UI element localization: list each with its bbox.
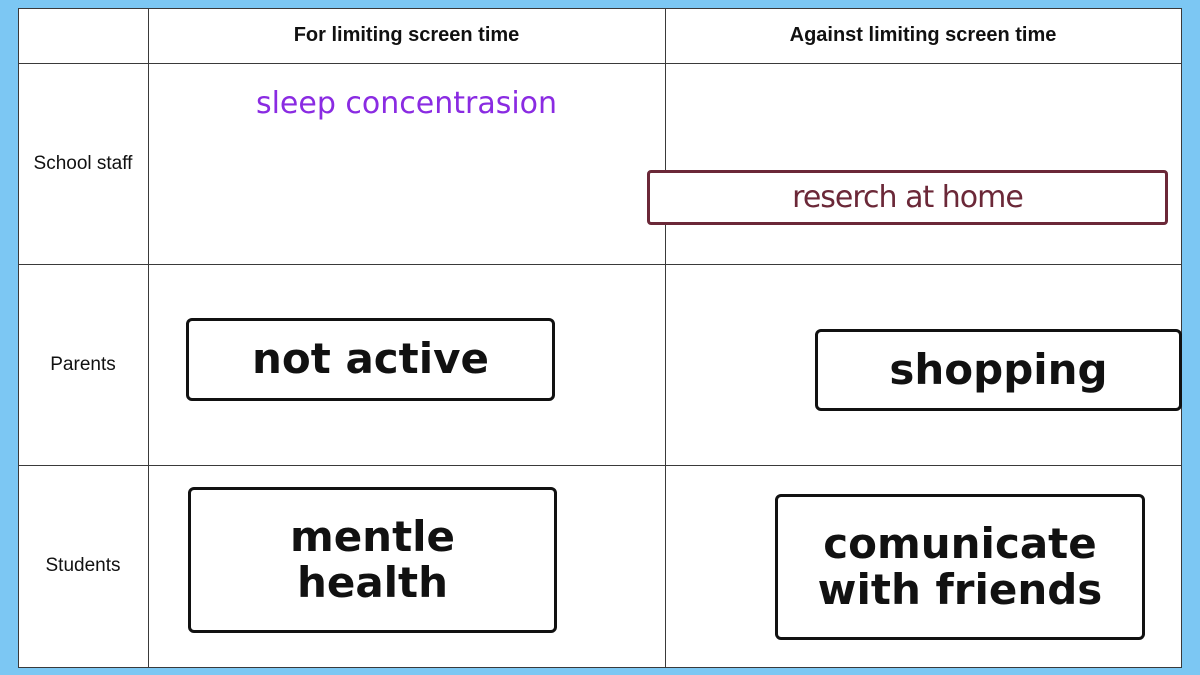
row-label-students: Students: [45, 555, 121, 576]
table-line-row2: [18, 465, 1182, 466]
table-line-col1: [148, 8, 149, 668]
note-reserch-at-home-text: reserch at home: [792, 180, 1024, 215]
column-header-for: For limiting screen time: [293, 24, 520, 46]
note-not-active-text: not active: [251, 334, 490, 384]
column-header-against: Against limiting screen time: [789, 24, 1057, 46]
note-comunicate-with-friends-text: comunicate with friends: [817, 518, 1103, 614]
slide-canvas: For limiting screen time Against limitin…: [18, 8, 1182, 668]
note-mentle-health[interactable]: mentle health: [188, 487, 557, 633]
note-shopping[interactable]: shopping: [815, 329, 1182, 411]
note-reserch-at-home[interactable]: reserch at home: [647, 170, 1168, 225]
table-border-top: [18, 8, 1182, 9]
note-sleep-concentrasion[interactable]: sleep concentrasion: [255, 86, 558, 121]
table-border-left: [18, 8, 19, 668]
note-comunicate-with-friends[interactable]: comunicate with friends: [775, 494, 1145, 640]
note-mentle-health-text: mentle health: [289, 511, 456, 607]
note-shopping-text: shopping: [889, 344, 1108, 394]
note-not-active[interactable]: not active: [186, 318, 555, 401]
table-line-header: [18, 63, 1182, 64]
row-label-parents: Parents: [50, 353, 116, 375]
row-label-school-staff: School staff: [33, 152, 133, 174]
table-border-bottom: [18, 667, 1182, 668]
table-line-row1: [18, 264, 1182, 265]
table-line-col2: [665, 8, 666, 668]
